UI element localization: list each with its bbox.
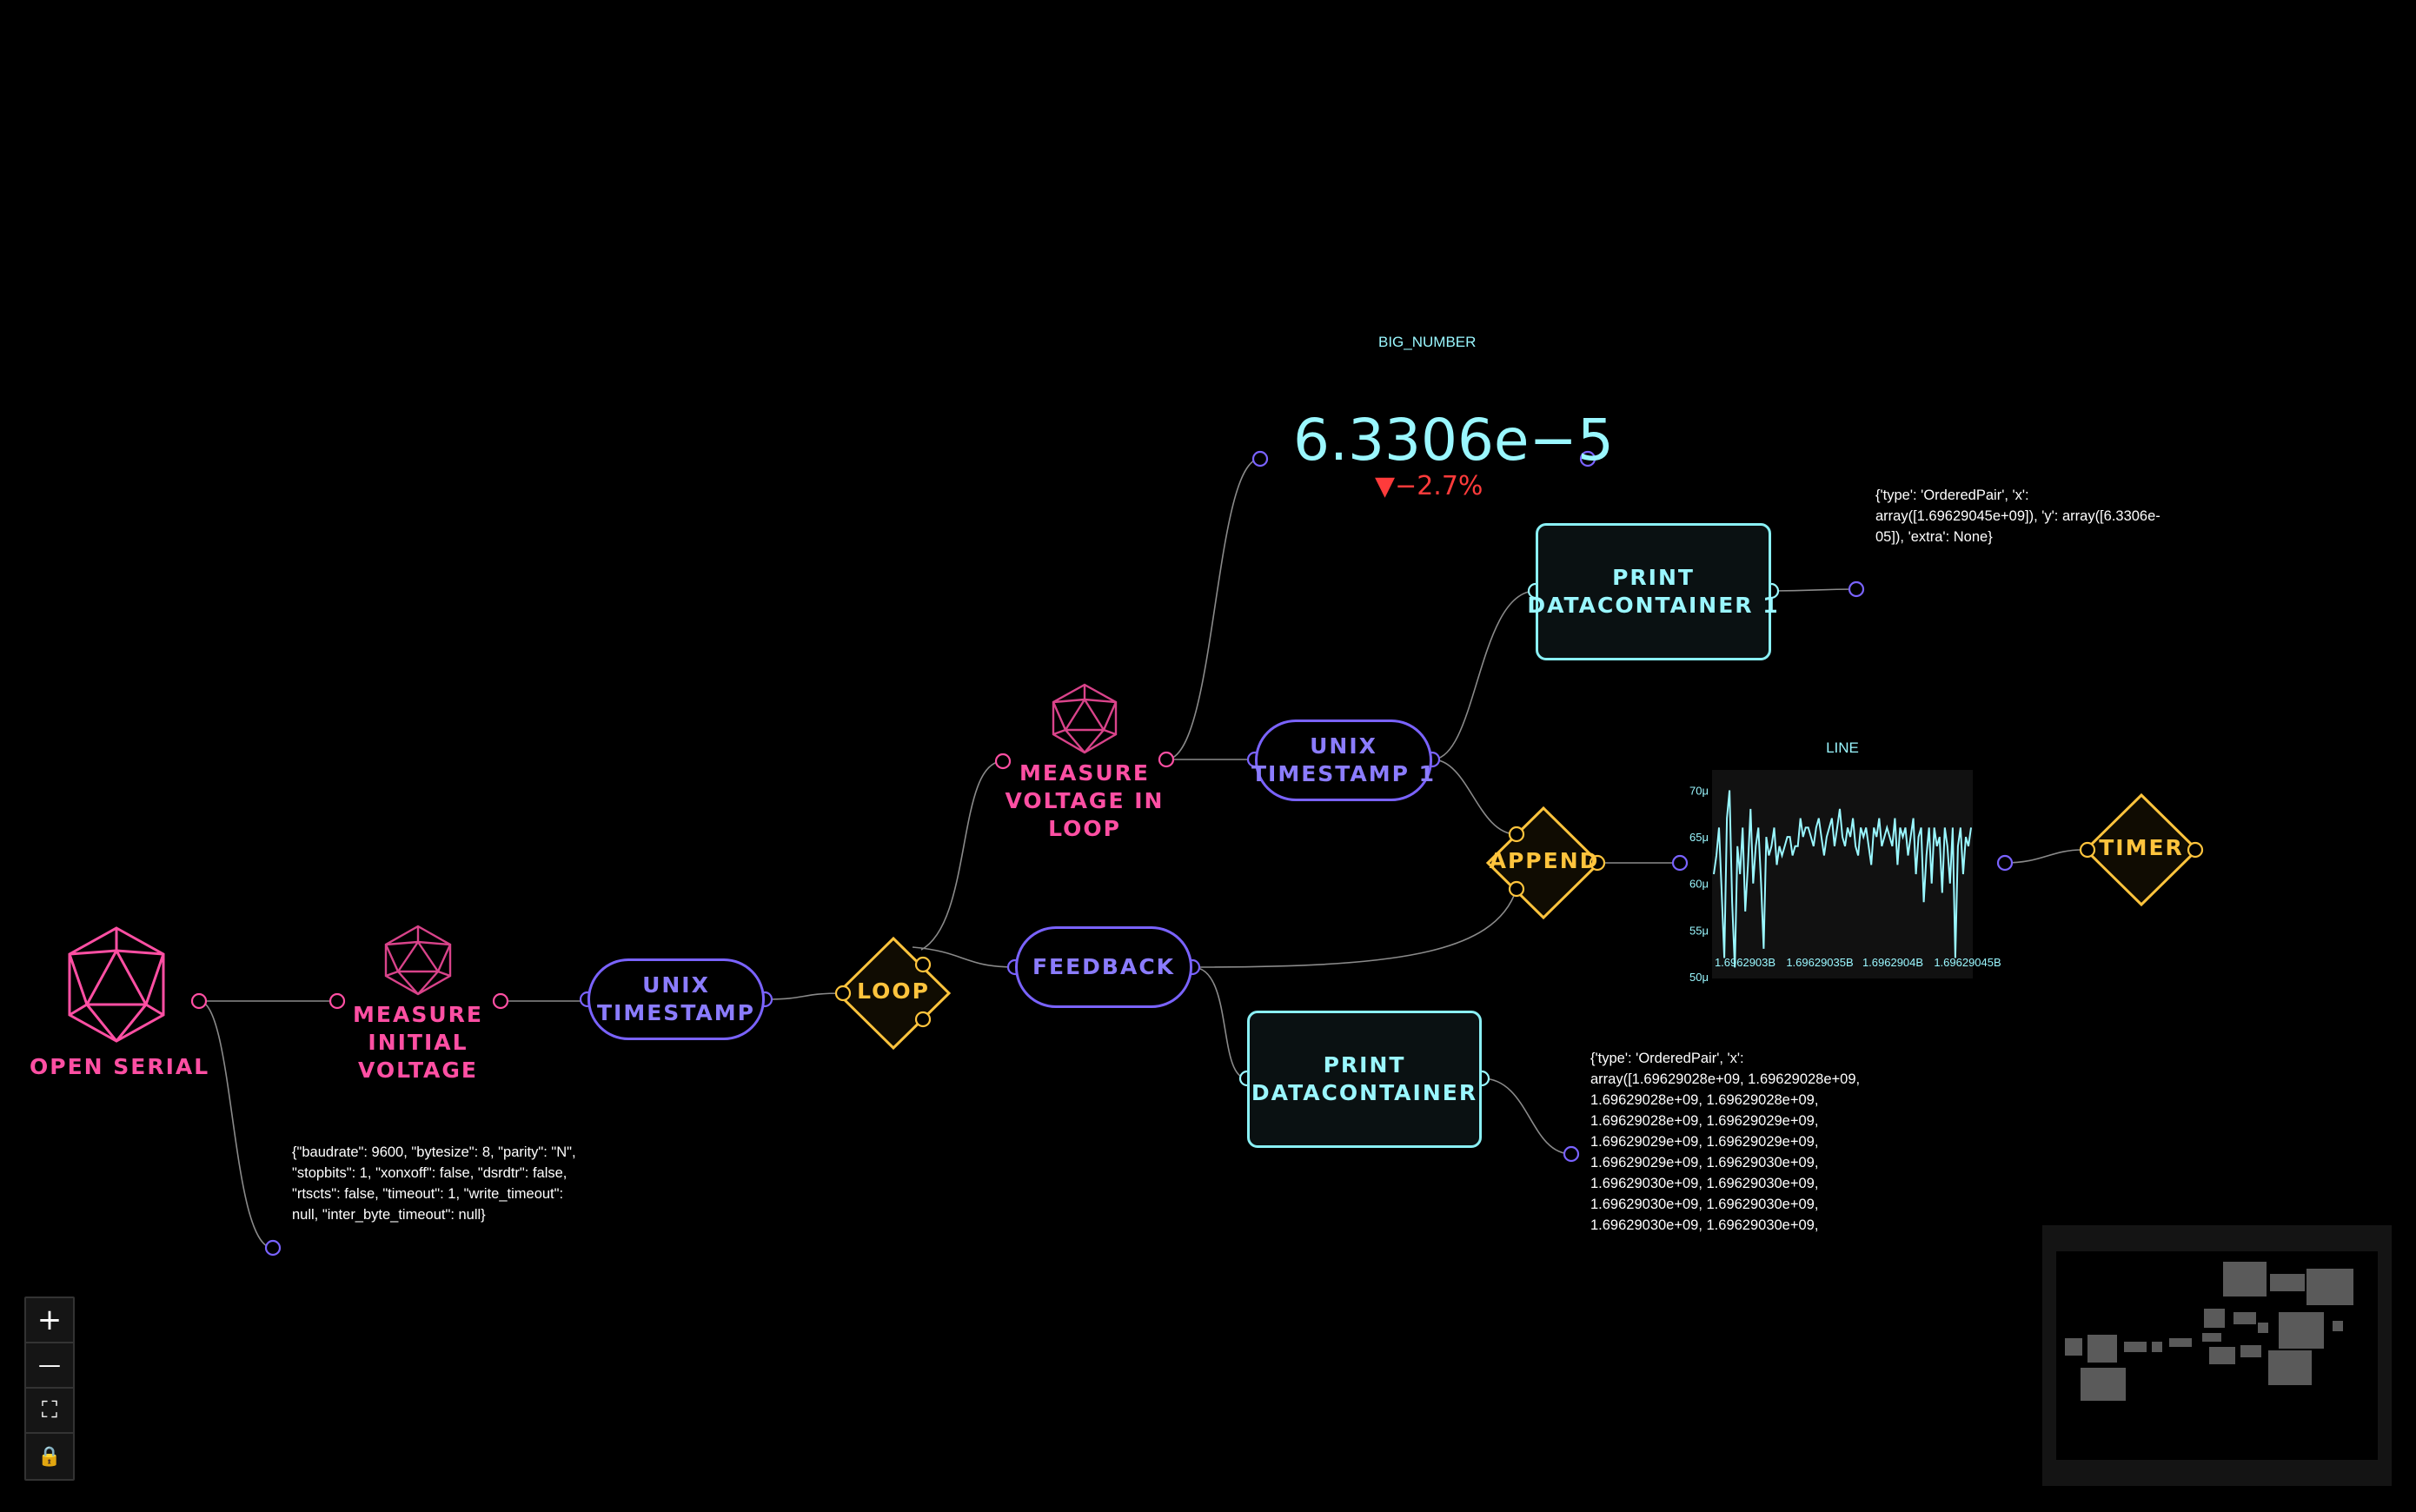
feedback-node[interactable]: FEEDBACK bbox=[1015, 926, 1192, 1008]
edge-print1-to-output bbox=[1770, 588, 1857, 592]
timer-label: TIMER bbox=[2099, 835, 2184, 860]
y-tick-label: 60μ bbox=[1689, 878, 1709, 891]
edge-unix-to-loop bbox=[764, 992, 844, 1000]
measure-initial-voltage-label[interactable]: MEASURE INITIAL VOLTAGE bbox=[353, 1002, 483, 1083]
edge-print-to-output bbox=[1481, 1078, 1572, 1155]
lock-button[interactable]: 🔒 bbox=[37, 1445, 62, 1468]
open-serial-label[interactable]: OPEN SERIAL bbox=[30, 1054, 210, 1079]
minimap-node bbox=[2270, 1274, 2305, 1291]
minimap-node bbox=[2306, 1269, 2353, 1305]
minimap-node bbox=[2279, 1312, 2324, 1349]
fit-view-button[interactable]: ⛶ bbox=[26, 1389, 73, 1434]
measure-voltage-in-loop-label[interactable]: MEASURE VOLTAGE IN LOOP bbox=[1005, 760, 1165, 841]
x-tick-label: 1.69629035B bbox=[1786, 956, 1853, 969]
big-number-caption: BIG_NUMBER bbox=[1378, 334, 1477, 350]
big-number-delta: ▼−2.7% bbox=[1375, 471, 1483, 501]
minimap-viewport bbox=[2056, 1251, 2378, 1460]
handle-append-in-top bbox=[1508, 826, 1525, 843]
icosahedron-icon-open-serial bbox=[68, 926, 165, 1043]
minimap-node bbox=[2268, 1350, 2312, 1385]
handle-print1-output bbox=[1848, 580, 1865, 598]
big-number-value: 6.3306e−5 bbox=[1293, 407, 1614, 474]
minimap-node bbox=[2333, 1321, 2343, 1331]
handle-timer-out bbox=[2187, 841, 2204, 859]
handle-measure-loop-in bbox=[994, 753, 1012, 770]
handle-append-in-bottom bbox=[1508, 880, 1525, 898]
handle-config-out bbox=[264, 1239, 282, 1257]
x-tick-label: 1.6962903B bbox=[1715, 956, 1775, 969]
x-tick-label: 1.69629045B bbox=[1934, 956, 2001, 969]
print-datacontainer-1-node[interactable]: PRINT DATACONTAINER 1 bbox=[1527, 523, 1778, 660]
print-datacontainer-node[interactable]: PRINT DATACONTAINER bbox=[1247, 1011, 1482, 1148]
minimap-node bbox=[2204, 1309, 2225, 1328]
y-tick-label: 65μ bbox=[1689, 831, 1709, 844]
handle-print-output bbox=[1563, 1145, 1580, 1163]
icosahedron-icon-measure-loop bbox=[1052, 683, 1118, 754]
minimap-node bbox=[2065, 1338, 2082, 1356]
y-tick-label: 55μ bbox=[1689, 924, 1709, 937]
edge-measure-loop-to-bignumber bbox=[1165, 458, 1261, 760]
x-tick-label: 1.6962904B bbox=[1862, 956, 1923, 969]
y-tick-label: 50μ bbox=[1689, 971, 1709, 984]
minimap-node bbox=[2081, 1368, 2126, 1401]
line-chart-title: LINE bbox=[1826, 739, 1859, 756]
icosahedron-icon-measure-initial bbox=[384, 925, 452, 996]
timer-diamond[interactable] bbox=[2083, 792, 2200, 907]
minimap[interactable] bbox=[2042, 1225, 2392, 1486]
loop-label: LOOP bbox=[857, 978, 930, 1004]
handle-measure-initial-out bbox=[492, 992, 509, 1010]
minimap-node bbox=[2258, 1323, 2268, 1333]
minimap-node bbox=[2240, 1345, 2261, 1357]
edges bbox=[198, 458, 2083, 1249]
canvas-controls: + — ⛶ 🔒 bbox=[24, 1296, 75, 1481]
zoom-out-button[interactable]: — bbox=[26, 1343, 73, 1389]
handle-open-serial-out bbox=[190, 992, 208, 1010]
handle-bignumber-out bbox=[1579, 450, 1596, 468]
minimap-node bbox=[2202, 1333, 2221, 1342]
handle-measure-initial-in bbox=[329, 992, 346, 1010]
edge-feedback-to-print bbox=[1191, 966, 1248, 1079]
minimap-node bbox=[2169, 1338, 2192, 1347]
edge-serial-to-config bbox=[198, 1000, 274, 1249]
edge-unix1-to-append bbox=[1431, 759, 1517, 835]
zoom-in-button[interactable]: + bbox=[26, 1298, 73, 1343]
edge-feedback-to-append bbox=[1191, 888, 1517, 968]
line-chart-plot-bg bbox=[1712, 770, 1973, 978]
edge-loop-to-measure-loop bbox=[920, 760, 1004, 951]
minimap-node bbox=[2152, 1342, 2162, 1352]
minimap-node bbox=[2124, 1342, 2147, 1352]
handle-line-out bbox=[1996, 854, 2014, 872]
edge-unix1-to-print1 bbox=[1431, 590, 1537, 760]
unix-timestamp-node[interactable]: UNIX TIMESTAMP bbox=[587, 958, 765, 1040]
append-label: APPEND bbox=[1489, 848, 1600, 873]
minimap-node bbox=[2087, 1335, 2117, 1363]
line-series-0 bbox=[1713, 790, 1972, 968]
handle-loop-in bbox=[834, 985, 852, 1002]
edge-loop-to-feedback bbox=[912, 946, 1016, 968]
handle-loop-out-top bbox=[914, 956, 932, 973]
handle-line-in bbox=[1671, 854, 1689, 872]
serial-config-text: {"baudrate": 9600, "bytesize": 8, "parit… bbox=[292, 1144, 576, 1223]
handle-timer-in bbox=[2079, 841, 2096, 859]
handle-bignumber-in bbox=[1251, 450, 1269, 468]
edge-line-to-timer bbox=[2004, 849, 2083, 864]
minimap-node bbox=[2223, 1262, 2267, 1296]
print1-output-text: {'type': 'OrderedPair', 'x': array([1.69… bbox=[1875, 487, 2160, 545]
print-output-text: {'type': 'OrderedPair', 'x': array([1.69… bbox=[1590, 1051, 1861, 1233]
minimap-node bbox=[2209, 1347, 2235, 1364]
unix-timestamp-1-node[interactable]: UNIX TIMESTAMP 1 bbox=[1251, 720, 1434, 801]
handle-measure-loop-out bbox=[1158, 751, 1175, 768]
y-tick-label: 70μ bbox=[1689, 784, 1709, 797]
minimap-node bbox=[2233, 1312, 2256, 1324]
handle-append-out bbox=[1589, 854, 1606, 872]
handle-loop-out-bottom bbox=[914, 1011, 932, 1028]
line-chart[interactable]: LINE 70μ 65μ 60μ 55μ 50μ 1.6962903B 1.6962903… bbox=[1689, 739, 2001, 984]
